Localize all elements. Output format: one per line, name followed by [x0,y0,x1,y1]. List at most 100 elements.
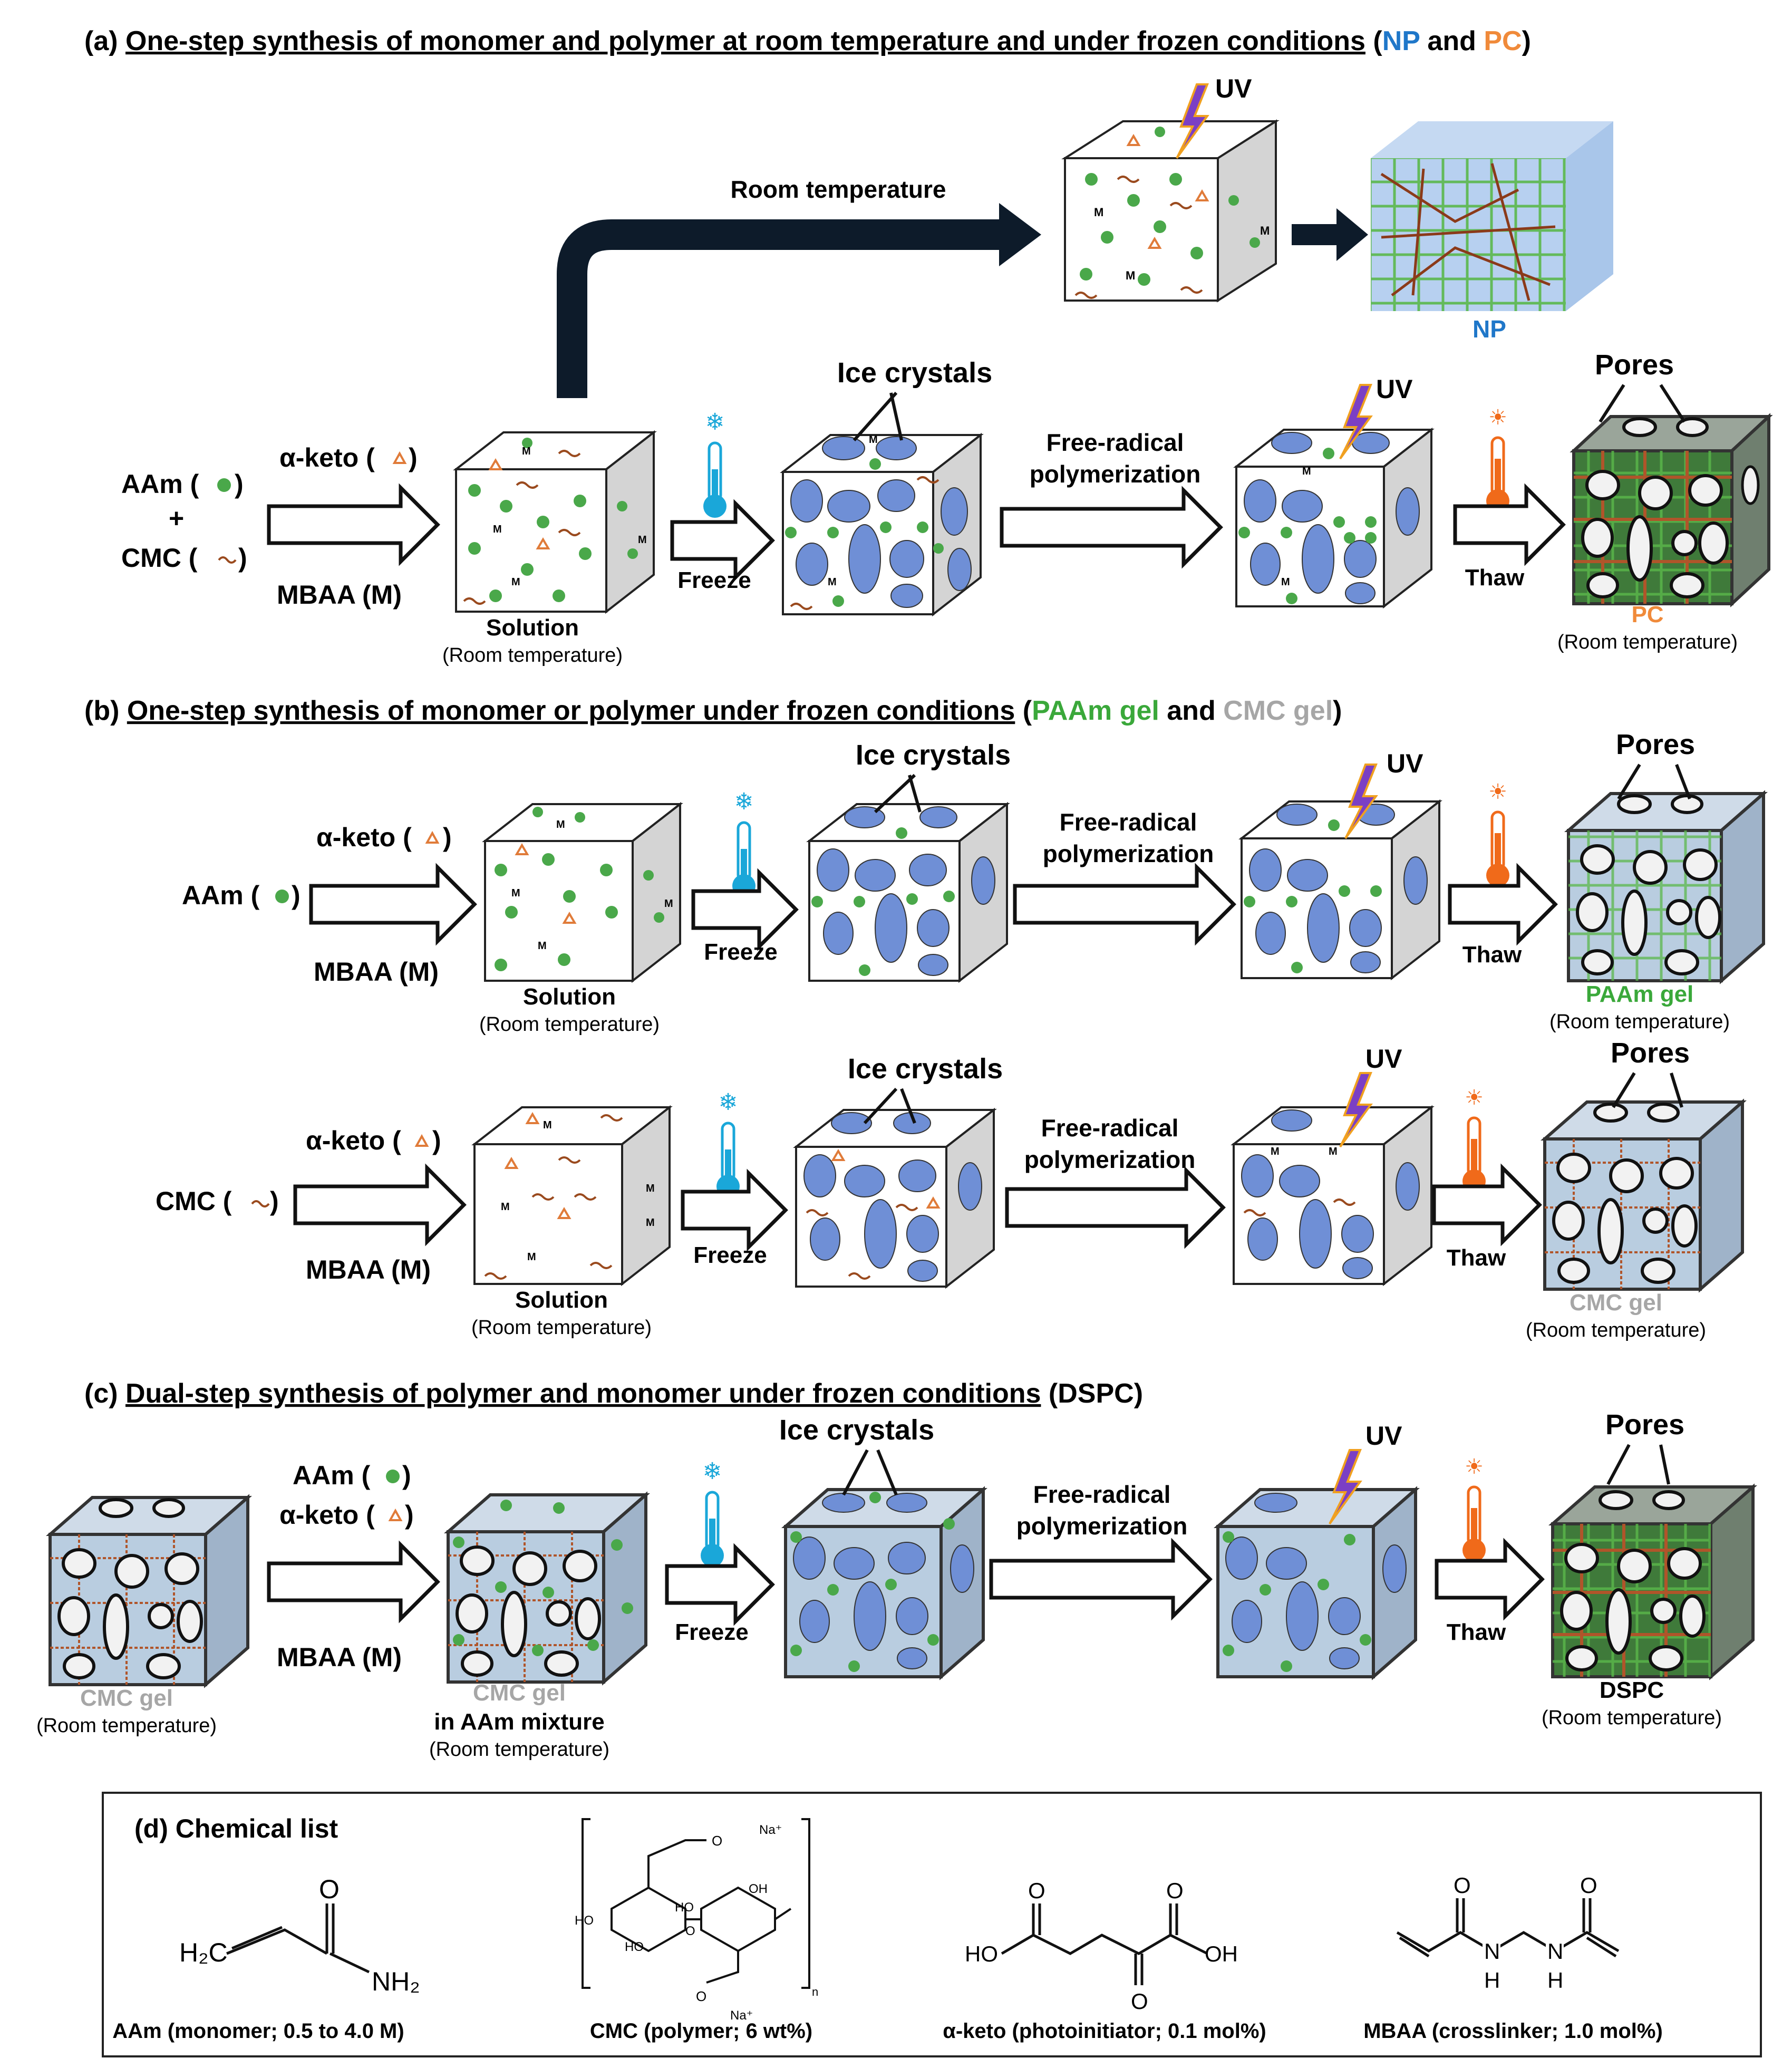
mbaa-caption: MBAA (crosslinker; 1.0 mol%) [1363,2019,1663,2043]
svg-text:(Room temperature): (Room temperature) [36,1715,217,1737]
svg-text:O: O [1131,1989,1148,2014]
svg-text:❄: ❄ [705,409,725,435]
svg-text:AAm (: AAm ( [182,881,260,910]
svg-text:M: M [664,898,673,910]
svg-text:Thaw: Thaw [1447,1245,1506,1271]
svg-text:M: M [1329,1146,1338,1157]
chemical-list-box [102,1792,1762,2057]
arrow-c-3 [989,1538,1213,1621]
arrow-b1-3 [1013,863,1236,946]
svg-text:Free-radical: Free-radical [1033,1481,1171,1508]
cmc-gel-mixture-cube [444,1491,650,1686]
svg-text:M: M [556,819,565,830]
thermometer-hot-icon: ☀ [1486,406,1509,513]
dspc-cube [1548,1483,1757,1680]
svg-text:☀: ☀ [1465,1086,1484,1109]
arrow-b2-4 [1432,1163,1542,1246]
np-cube [1371,121,1613,311]
panel-b-row-cmc: α-keto ( ) CMC ( ) MBAA (M) M [156,1037,1747,1341]
svg-text:Ice crystals: Ice crystals [779,1414,934,1446]
svg-text:polymerization: polymerization [1016,1512,1188,1540]
svg-text:OH: OH [1205,1941,1238,1966]
arrow-b2-1 [293,1163,467,1246]
svg-text:M: M [1281,576,1290,588]
svg-text:O: O [1454,1873,1471,1898]
svg-text:in AAm mixture: in AAm mixture [434,1709,605,1735]
svg-text:M: M [1126,269,1135,282]
svg-text:Free-radical: Free-radical [1041,1114,1179,1142]
svg-text:O: O [712,1833,722,1849]
svg-text:CMC gel: CMC gel [80,1685,173,1711]
svg-text:Ice crystals: Ice crystals [856,739,1011,771]
svg-text:): ) [292,881,301,910]
uv-bolt-icon [1339,1072,1373,1148]
svg-text:MBAA (M): MBAA (M) [277,1642,402,1672]
svg-text:Pores: Pores [1611,1037,1690,1069]
solution-cube-b1: M M M M [482,801,683,983]
solution-label-a: Solution [486,615,579,641]
thermometer-hot-icon: ☀ [1462,1455,1486,1562]
paam-gel-label: PAAm gel [1586,981,1694,1007]
frozen-cube-b2 [793,1107,997,1289]
svg-text:(Room temperature): (Room temperature) [471,1317,652,1339]
svg-text:MBAA (M): MBAA (M) [314,957,439,987]
arrow-c-1 [267,1540,440,1624]
svg-text:❄: ❄ [734,789,754,815]
pc-label: PC [1631,602,1663,627]
aketo-triangle-icon [414,1134,429,1147]
svg-text:AAm (: AAm ( [293,1461,371,1490]
svg-text:UV: UV [1387,749,1423,778]
svg-text:M: M [522,446,531,457]
frozen-cube-a: M M [780,432,984,617]
aketo-triangle-icon [388,1508,403,1521]
svg-text:Freeze: Freeze [693,1242,767,1268]
np-label: NP [1473,315,1506,343]
svg-text:HO: HO [625,1940,644,1954]
arrow-b1-2 [691,868,799,951]
svg-text:M: M [828,576,837,588]
room-temp-cube: M M M [1061,119,1280,303]
pores-label-a: Pores [1595,349,1674,381]
svg-text:Na⁺: Na⁺ [730,2008,753,2023]
pc-room-label: (Room temperature) [1557,631,1738,653]
cmc-wave-icon [218,556,237,564]
frozen-cube-b1 [806,801,1010,983]
svg-text:): ) [405,1500,414,1530]
svg-text:M: M [646,1217,655,1229]
svg-text:Na⁺: Na⁺ [759,1823,782,1837]
svg-text:M: M [1260,224,1270,237]
svg-text:NH₂: NH₂ [372,1967,420,1996]
thermometer-cold-icon: ❄ [716,1089,740,1198]
svg-text:HO: HO [575,1914,594,1928]
cmc-gel-cube [1541,1098,1747,1293]
svg-text:(Room temperature): (Room temperature) [1526,1319,1706,1341]
svg-text:UV: UV [1365,1421,1402,1451]
svg-text:M: M [511,887,520,899]
svg-text:☀: ☀ [1488,406,1507,429]
ice-pointer-a [853,392,903,441]
panel-a: (a) One-step synthesis of monomer and po… [84,26,1773,666]
solution-cube-a: M M M M [453,430,657,614]
svg-text:M: M [869,434,878,446]
to-np-arrow [1292,208,1368,261]
svg-text:CMC (: CMC ( [156,1186,232,1216]
cmc-gel-start-cube [46,1494,252,1688]
svg-text:α-keto (: α-keto ( [279,1500,375,1530]
svg-text:Thaw: Thaw [1447,1619,1506,1645]
svg-text:(Room temperature): (Room temperature) [1542,1707,1722,1729]
pc-cube [1570,413,1773,607]
dspc-label: DSPC [1600,1677,1664,1703]
arrow-a-2 [670,499,775,582]
svg-text:Pores: Pores [1605,1409,1684,1441]
svg-text:H: H [1484,1968,1500,1993]
frp1-a: Free-radical [1047,429,1184,456]
panel-c: (c) Dual-step synthesis of polymer and m… [36,1378,1757,1761]
svg-text:): ) [235,469,244,499]
svg-text:O: O [1166,1878,1184,1903]
thermometer-cold-icon: ❄ [701,1458,724,1567]
uv-label-a2: UV [1376,374,1413,404]
aam-dot-icon [275,890,289,903]
svg-text:N: N [1547,1939,1563,1964]
aam-input: AAm ( [121,469,199,499]
svg-text:O: O [1028,1878,1045,1903]
